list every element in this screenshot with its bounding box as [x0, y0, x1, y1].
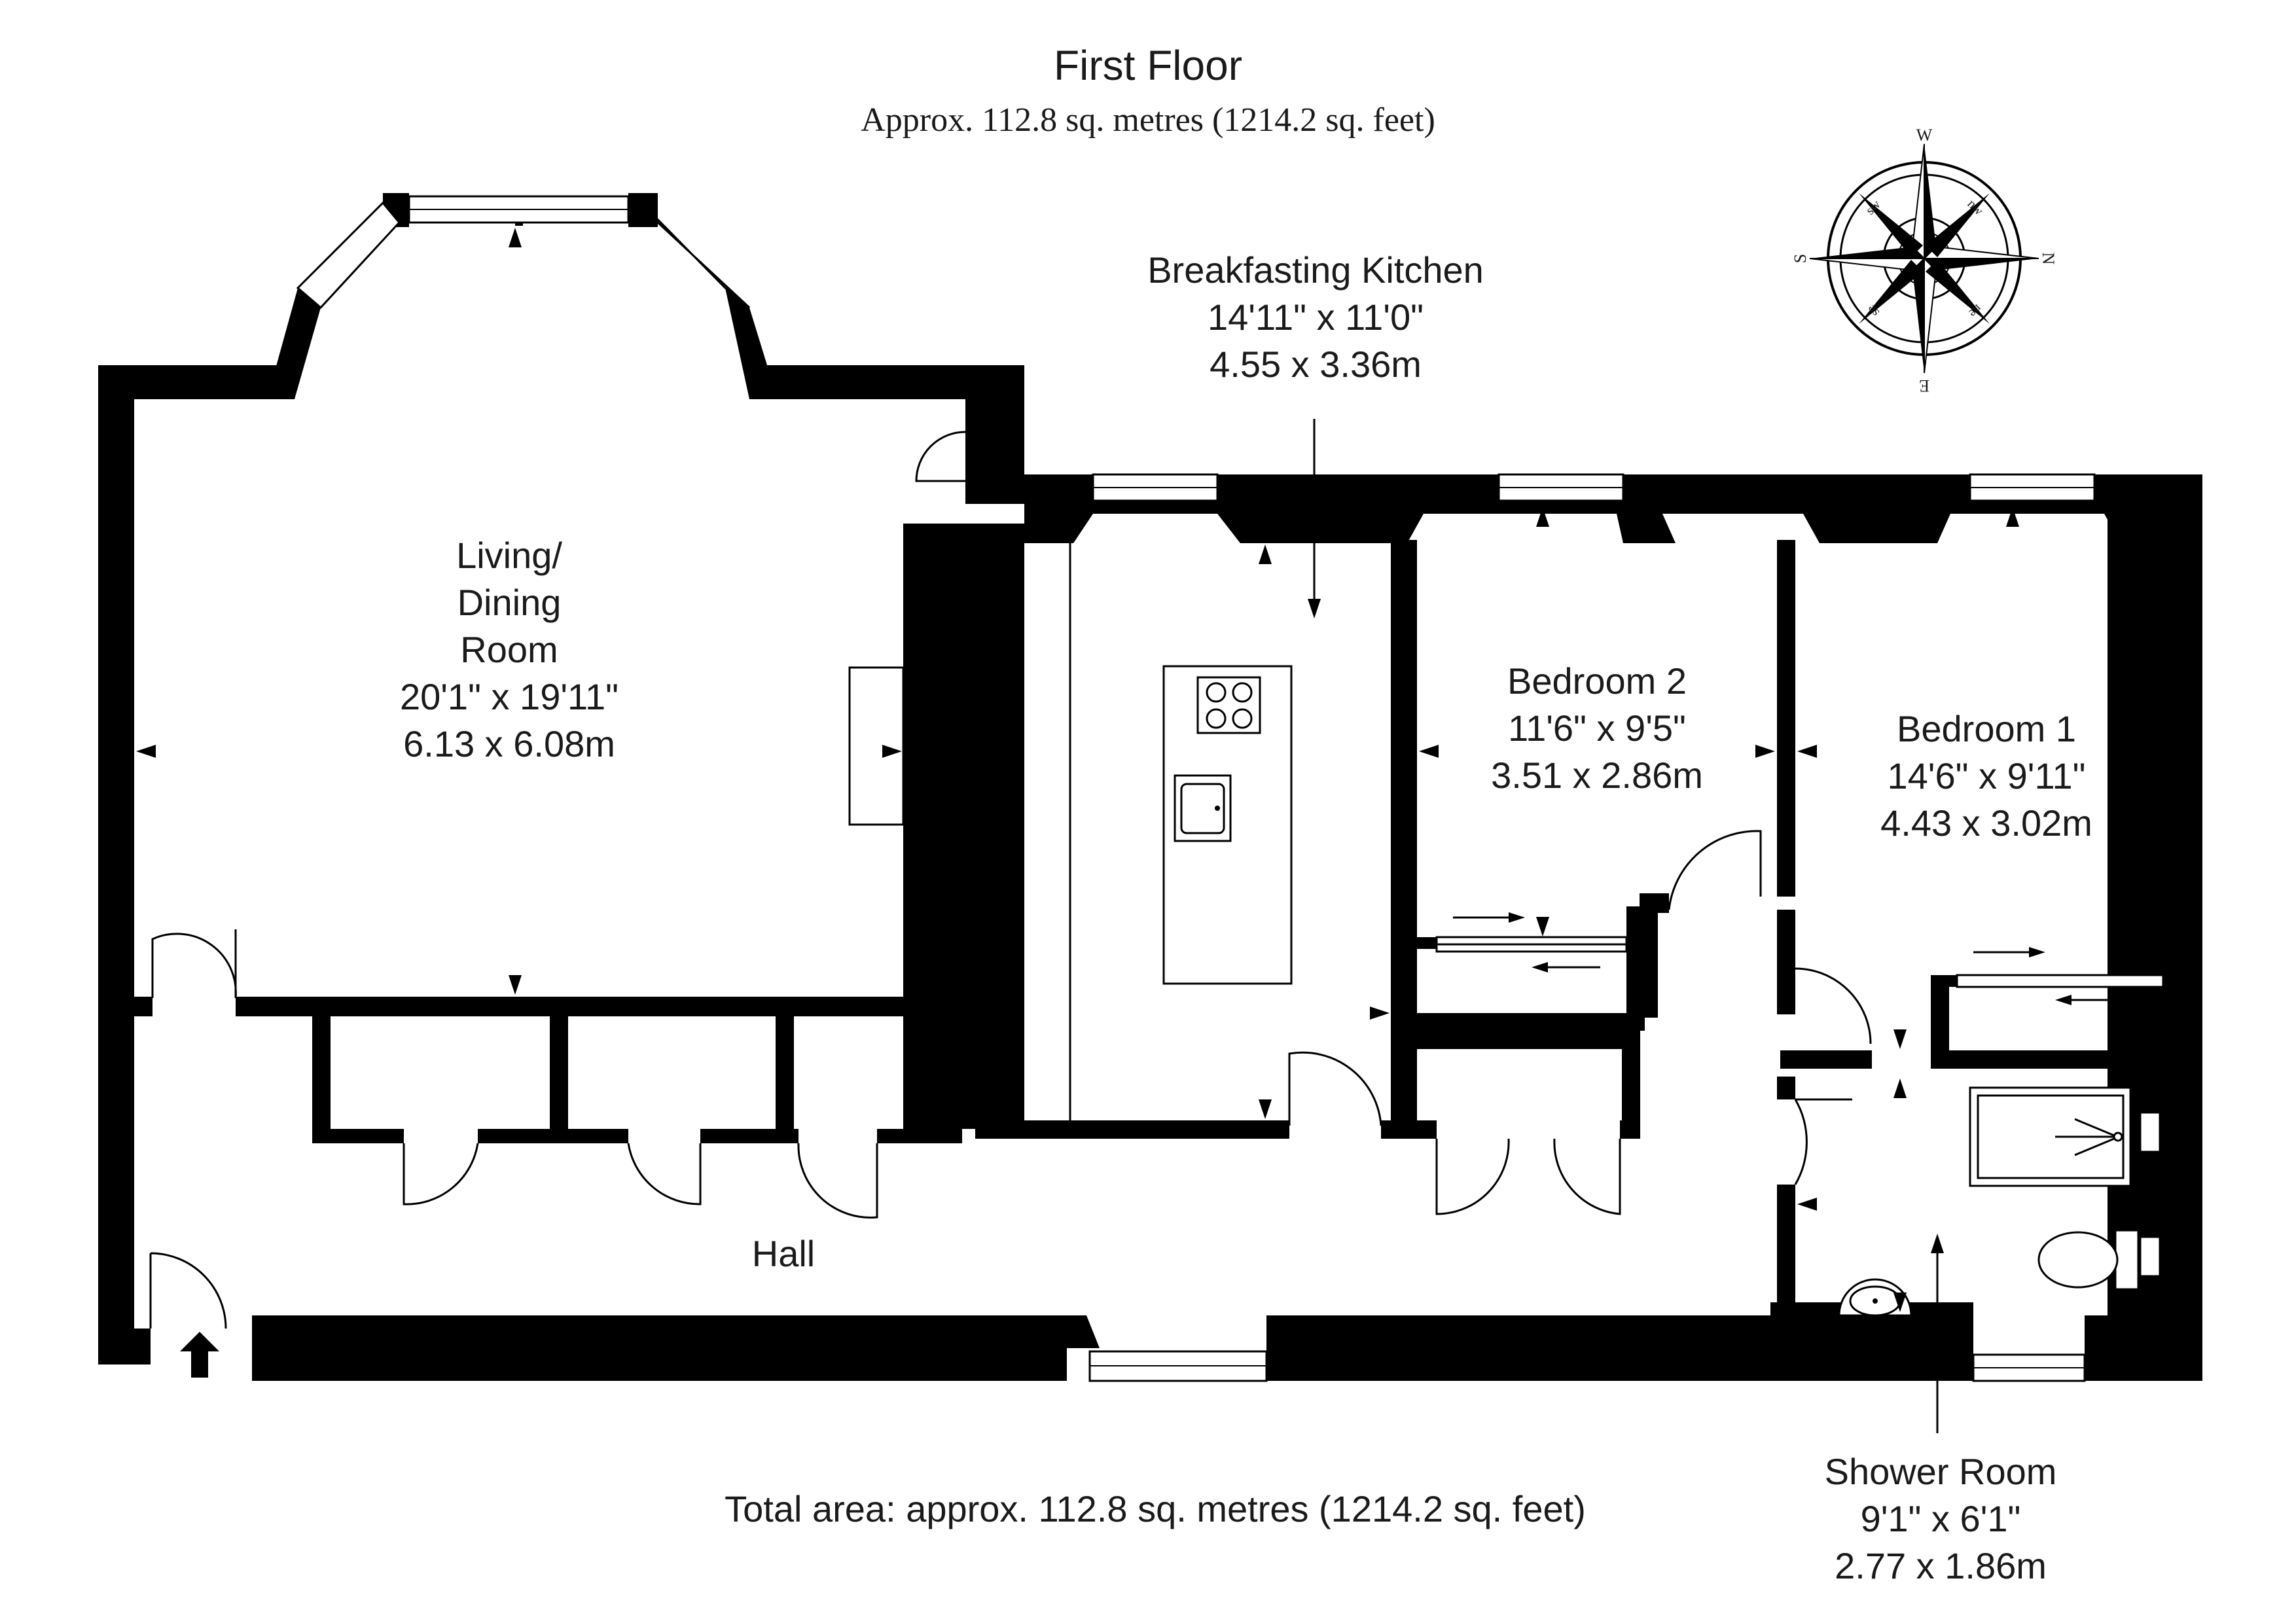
toilet-icon: [2037, 1229, 2161, 1291]
room-label-shower: Shower Room 9'1" x 6'1" 2.77 x 1.86m: [1825, 1451, 2057, 1586]
windows: [296, 195, 2096, 1382]
floor-area-subtitle: Approx. 112.8 sq. metres (1214.2 sq. fee…: [861, 101, 1435, 139]
bedroom2-imperial: 11'6" x 9'5": [1508, 707, 1686, 749]
total-area: Total area: approx. 112.8 sq. metres (12…: [725, 1488, 1586, 1529]
compass-label-right: N: [2039, 253, 2058, 265]
wardrobe-bedroom1: [1956, 974, 2164, 988]
dimension-arrows: [136, 228, 2171, 1433]
kitchen-name: Breakfasting Kitchen: [1147, 249, 1484, 291]
kitchen-metric: 4.55 x 3.36m: [1210, 344, 1422, 385]
shower-metric: 2.77 x 1.86m: [1835, 1545, 2047, 1586]
sink-icon: [1174, 774, 1232, 842]
kitchen-imperial: 14'11" x 11'0": [1208, 296, 1424, 338]
room-label-living: Living/ Dining Room 20'1" x 19'11" 6.13 …: [400, 535, 619, 764]
entrance-arrow-icon: [180, 1332, 219, 1378]
compass-rose-icon: W E N S nw sw ne se: [1791, 126, 2058, 395]
bedroom1-metric: 4.43 x 3.02m: [1880, 802, 2092, 844]
living-metric: 6.13 x 6.08m: [403, 723, 615, 764]
bedroom1-name: Bedroom 1: [1897, 708, 2076, 749]
living-name-line3: Room: [460, 629, 558, 670]
room-label-hall: Hall: [752, 1233, 815, 1274]
living-name-line1: Living/: [456, 535, 562, 576]
shower-imperial: 9'1" x 6'1": [1861, 1498, 2021, 1539]
compass-label-bottom: E: [1919, 376, 1929, 395]
hob-icon: [1196, 676, 1261, 734]
fixtures: [848, 543, 2164, 1317]
room-label-kitchen: Breakfasting Kitchen 14'11" x 11'0" 4.55…: [1147, 249, 1484, 385]
living-imperial: 20'1" x 19'11": [400, 676, 619, 717]
shower-name: Shower Room: [1825, 1451, 2057, 1492]
compass-label-top: W: [1916, 126, 1933, 145]
doors: [149, 399, 1872, 1329]
bedroom1-imperial: 14'6" x 9'11": [1888, 755, 2086, 796]
floor-title: First Floor: [1054, 42, 1242, 89]
fireplace-hearth: [848, 666, 905, 826]
bedroom2-name: Bedroom 2: [1507, 660, 1687, 702]
compass-label-left: S: [1791, 254, 1810, 263]
bedroom2-metric: 3.51 x 2.86m: [1491, 755, 1703, 796]
room-label-bedroom2: Bedroom 2 11'6" x 9'5" 3.51 x 2.86m: [1491, 660, 1703, 796]
room-label-bedroom1: Bedroom 1 14'6" x 9'11" 4.43 x 3.02m: [1880, 708, 2092, 844]
living-name-line2: Dining: [457, 582, 562, 623]
